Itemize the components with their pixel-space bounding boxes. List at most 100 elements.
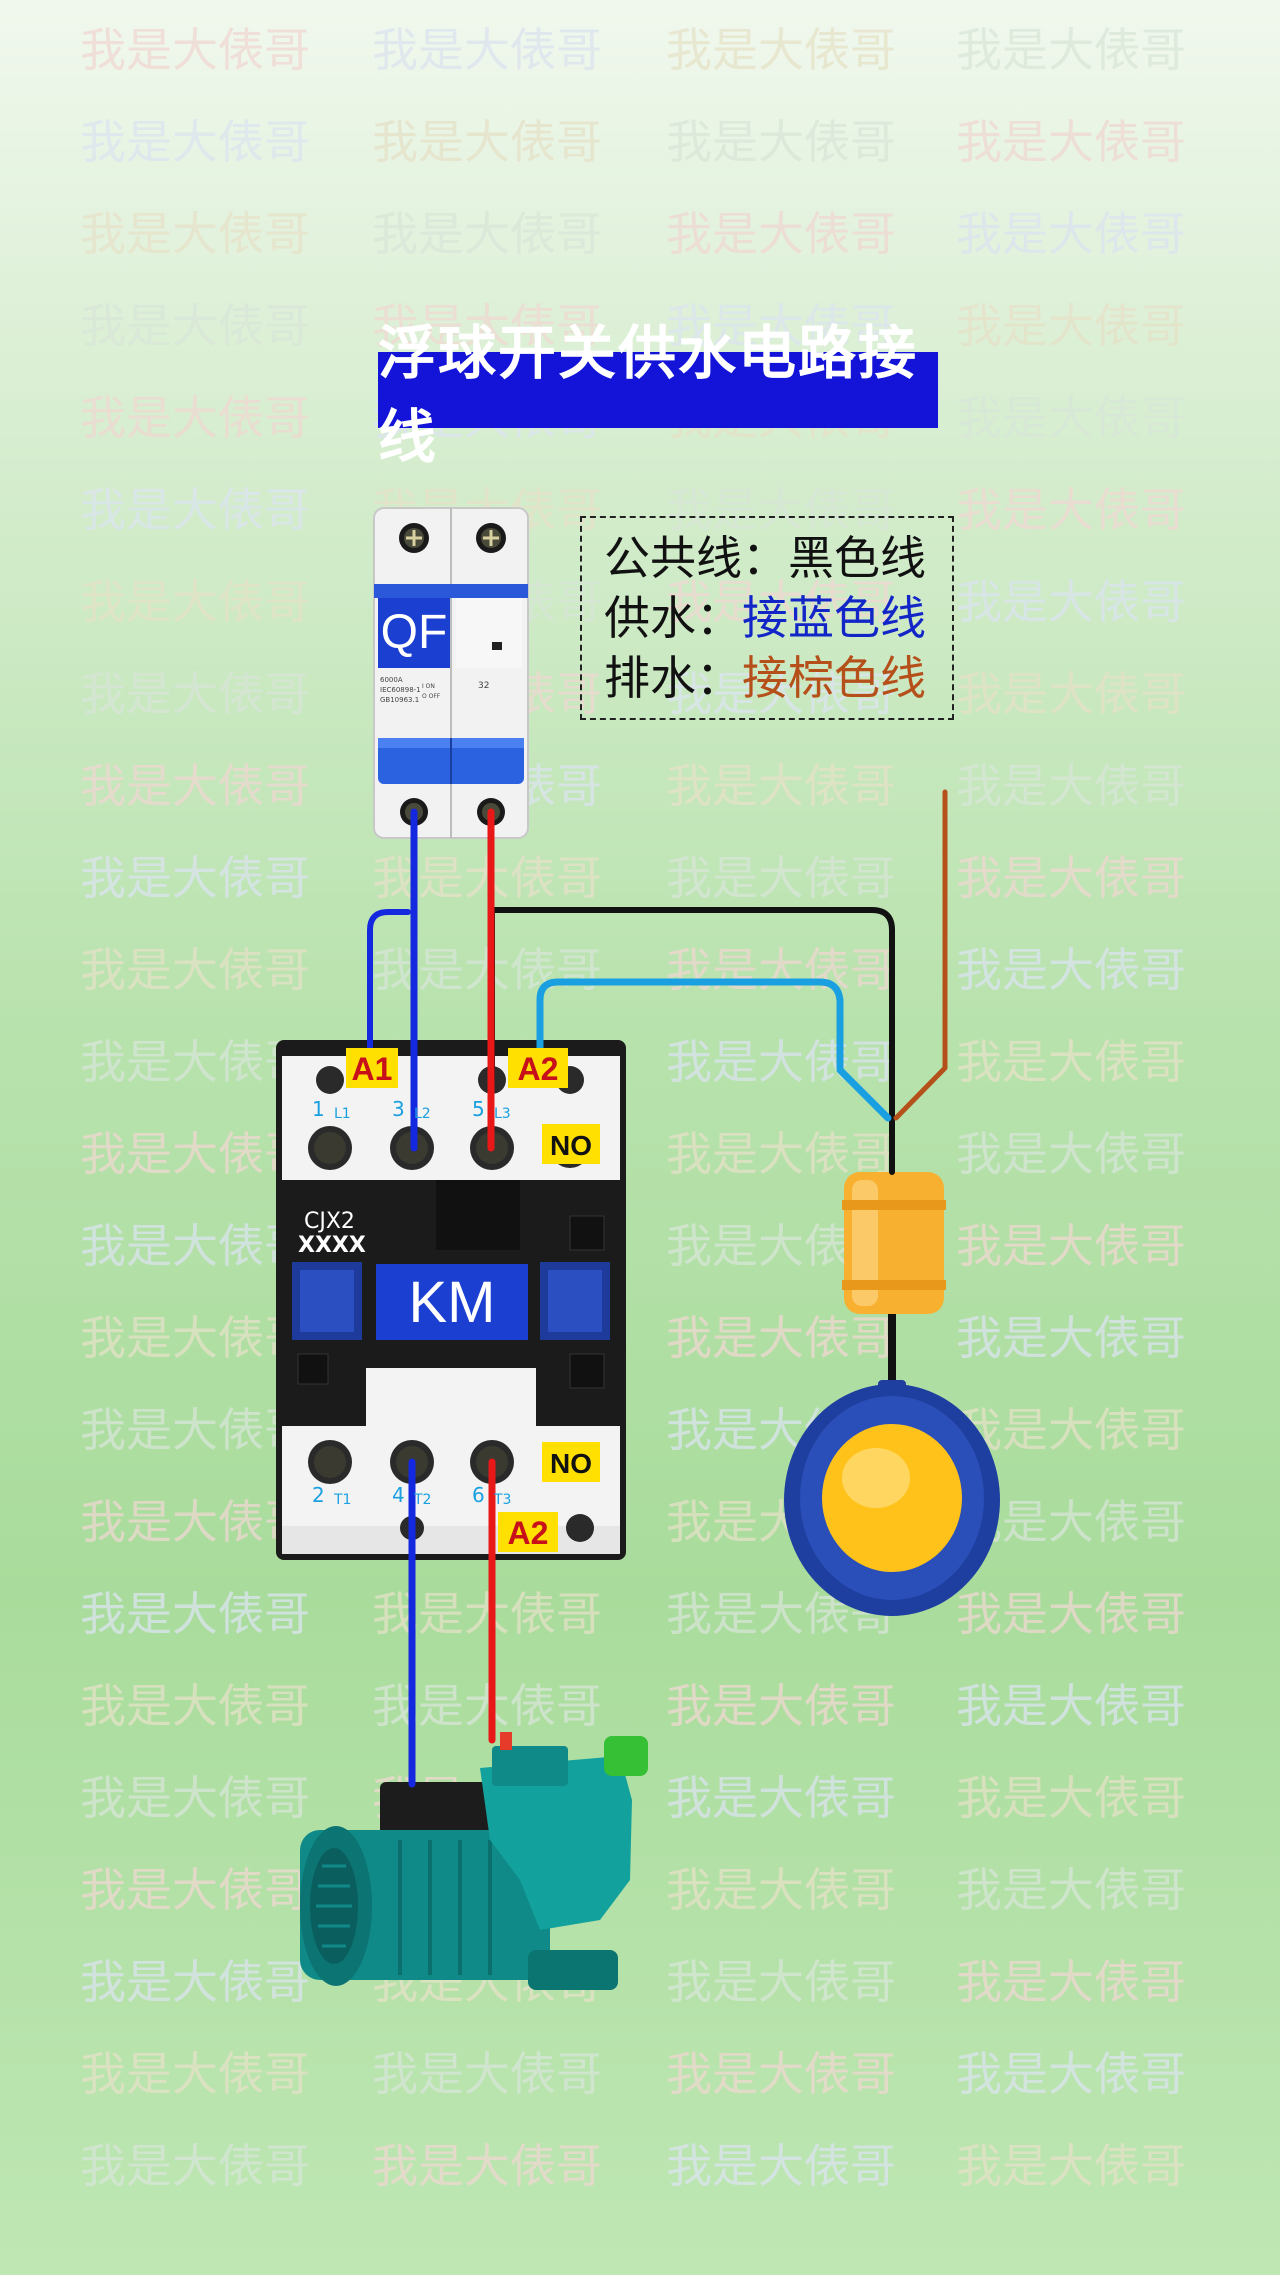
legend-value: 黑色线 [788, 531, 926, 585]
legend-value: 接棕色线 [742, 651, 926, 705]
breaker-spec-text-3: GB10963.1 [380, 696, 419, 704]
watermark-text: 我是大俵哥 [666, 1679, 896, 1733]
watermark-text: 我是大俵哥 [666, 1863, 896, 1917]
watermark-text: 我是大俵哥 [80, 115, 310, 169]
watermark-text: 我是大俵哥 [666, 1127, 896, 1181]
circuit-breaker-qf: QF 6000A IEC60898-1 GB10963.1 I ON O OFF… [373, 507, 529, 839]
float-ball [784, 1380, 1000, 1616]
watermark-text: 我是大俵哥 [372, 23, 602, 77]
watermark-text: 我是大俵哥 [956, 115, 1186, 169]
watermark-text: 我是大俵哥 [372, 2047, 602, 2101]
watermark-text: 我是大俵哥 [666, 851, 896, 905]
terminal-labels: A1 A2 NO NO A2 [346, 1048, 600, 1552]
watermark-text: 我是大俵哥 [80, 1679, 310, 1733]
watermark-text: 我是大俵哥 [80, 851, 310, 905]
watermark-text: 我是大俵哥 [666, 2139, 896, 2193]
watermark-text: 我是大俵哥 [80, 1219, 310, 1273]
watermark-text: 我是大俵哥 [666, 483, 896, 537]
watermark-text: 我是大俵哥 [666, 759, 896, 813]
no-bottom-label: NO [550, 1448, 592, 1479]
water-pump [300, 1732, 648, 1990]
contactor-model-line1: CJX2 [304, 1209, 355, 1234]
breaker-top-screw-left [399, 523, 429, 553]
wire-black-common [489, 907, 895, 1175]
wire-brown-drain [893, 789, 948, 1121]
watermark-text: 我是大俵哥 [372, 943, 602, 997]
watermark-text: 我是大俵哥 [80, 483, 310, 537]
breaker-spec-text-2: IEC60898-1 [380, 686, 421, 694]
watermark-text: 我是大俵哥 [666, 23, 896, 77]
watermark-text: 我是大俵哥 [956, 1771, 1186, 1825]
breaker-on-label: I ON [422, 683, 435, 690]
contactor-side-window-right [540, 1262, 610, 1340]
no-bottom-tag [542, 1442, 600, 1482]
legend-value: 接蓝色线 [742, 591, 926, 645]
contactor-side-window-left [292, 1262, 362, 1340]
wire-blue-a1 [367, 909, 411, 1063]
legend-key: 排水： [604, 651, 742, 705]
breaker-rating: 32 [478, 681, 489, 691]
watermark-text: 我是大俵哥 [956, 759, 1186, 813]
pump-green-cap [604, 1736, 648, 1776]
watermark-text: 我是大俵哥 [956, 1955, 1186, 2009]
wire-lightblue-supply [536, 978, 892, 1122]
watermark-text: 我是大俵哥 [956, 851, 1186, 905]
watermark-text: 我是大俵哥 [80, 1955, 310, 2009]
coil-a2-bottom-label: A2 [508, 1515, 549, 1551]
bottom-terminal-number: 4 [392, 1483, 405, 1507]
coil-a2-bottom-tag [498, 1512, 558, 1552]
coil-a2-label: A2 [518, 1051, 559, 1087]
legend-row-supply: 供水：接蓝色线 [604, 588, 952, 648]
float-switch [784, 1172, 1000, 1616]
watermark-text: 我是大俵哥 [666, 2047, 896, 2101]
watermark-text: 我是大俵哥 [80, 1403, 310, 1457]
watermark-text: 我是大俵哥 [956, 1311, 1186, 1365]
float-counterweight [842, 1172, 946, 1314]
watermark-text: 我是大俵哥 [80, 1587, 310, 1641]
watermark-text: 我是大俵哥 [80, 23, 310, 77]
watermark-text: 我是大俵哥 [956, 575, 1186, 629]
top-terminal-number: 3 [392, 1097, 405, 1121]
contactor-label: KM [409, 1270, 496, 1335]
watermark-text: 我是大俵哥 [666, 1955, 896, 2009]
watermark-text: 我是大俵哥 [956, 1219, 1186, 1273]
legend-key: 供水： [604, 591, 742, 645]
breaker-off-label: O OFF [422, 693, 441, 700]
watermark-text: 我是大俵哥 [80, 299, 310, 353]
pump-fan-grille [316, 1864, 352, 1948]
watermark-text: 我是大俵哥 [956, 1679, 1186, 1733]
bottom-terminal-sub: T3 [493, 1492, 511, 1508]
watermark-text: 我是大俵哥 [372, 207, 602, 261]
watermark-text: 我是大俵哥 [80, 1771, 310, 1825]
watermark-text: 我是大俵哥 [956, 2139, 1186, 2193]
breaker-spec-text-1: 6000A [380, 676, 403, 684]
wires [367, 789, 948, 1788]
watermark-text: 我是大俵哥 [956, 1403, 1186, 1457]
watermark-text: 我是大俵哥 [666, 1311, 896, 1365]
watermark-text: 我是大俵哥 [956, 1863, 1186, 1917]
watermark-text: 我是大俵哥 [666, 115, 896, 169]
watermark-text: 我是大俵哥 [80, 575, 310, 629]
watermark-text: 我是大俵哥 [956, 1035, 1186, 1089]
watermark-text: 我是大俵哥 [80, 1863, 310, 1917]
watermark-text: 我是大俵哥 [80, 1127, 310, 1181]
watermark-text: 我是大俵哥 [80, 2047, 310, 2101]
contactor-label-plate [376, 1264, 528, 1340]
bottom-terminal-sub: T2 [413, 1492, 431, 1508]
watermark-text: 我是大俵哥 [80, 943, 310, 997]
watermark-text: 我是大俵哥 [666, 1771, 896, 1825]
watermark-text: 我是大俵哥 [80, 759, 310, 813]
watermark-text: 我是大俵哥 [666, 207, 896, 261]
bottom-terminal-sub: T1 [333, 1492, 351, 1508]
no-top-tag [542, 1124, 600, 1164]
watermark-text: 我是大俵哥 [666, 667, 896, 721]
top-terminal-number: 5 [472, 1097, 485, 1121]
bottom-terminal-number: 2 [312, 1483, 325, 1507]
breaker-indicator-mark [492, 642, 502, 650]
watermark-text: 我是大俵哥 [372, 299, 602, 353]
breaker-top-screw-right [476, 523, 506, 553]
